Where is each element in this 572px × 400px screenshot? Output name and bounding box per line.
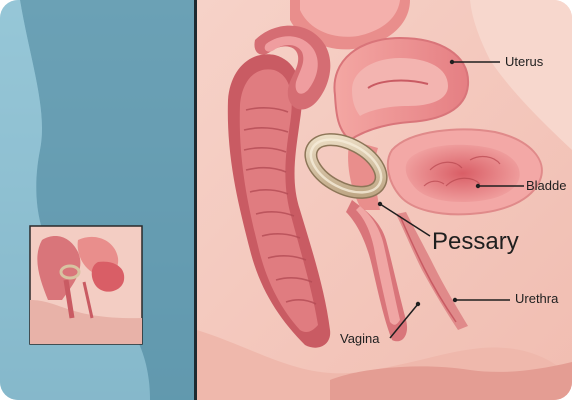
bladder-label: Bladde xyxy=(526,179,566,192)
vagina-label: Vagina xyxy=(340,332,380,345)
urethra-label: Urethra xyxy=(515,292,558,305)
inset-thumbnail xyxy=(30,226,142,344)
uterus-label: Uterus xyxy=(505,55,543,68)
panel-divider xyxy=(194,0,197,400)
pessary-label: Pessary xyxy=(432,230,519,254)
